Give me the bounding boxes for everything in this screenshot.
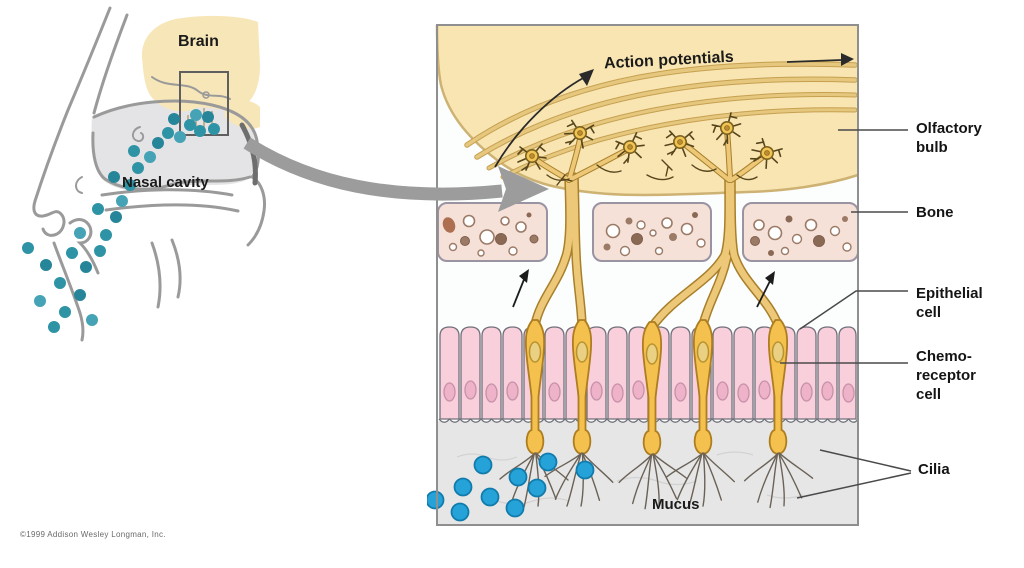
label-olfactory-bulb: Olfactory bulb [916,119,982,157]
bone-layer [437,202,859,262]
label-line: Bone [916,204,954,221]
label-chemoreceptor-cell: Chemo- receptor cell [916,347,976,404]
label-line: Olfactory [916,120,982,137]
chemoreceptor-cells [499,319,815,512]
panel-border [436,24,859,526]
label-epithelial-cell: Epithelial cell [916,284,983,322]
chemoreceptor-nuclei [528,341,785,365]
brain-region-lower [224,99,260,129]
epithelium-panel-illustration [427,24,859,526]
label-cilia: Cilia [918,460,950,479]
label-line: receptor [916,367,977,384]
copyright-text: ©1999 Addison Wesley Longman, Inc. [20,530,166,539]
nasal-cavity-illustration [22,6,266,342]
label-line: Cilia [918,461,950,478]
bone-speckles [442,212,852,257]
label-line: Chemo- [916,348,972,365]
signal-up-arrows [512,269,775,308]
brain-region [141,15,260,112]
epithelial-nuclei [443,380,855,403]
label-bone: Bone [916,203,954,222]
label-line: Epithelial [916,285,983,302]
odorant-molecules-left [22,109,220,333]
label-line: cell [916,386,942,403]
axon-bundles [530,172,783,332]
odorant-molecules-right [427,452,595,522]
label-line: cell [916,304,942,321]
label-line: bulb [916,139,948,156]
head-outline [32,6,266,342]
action-potential-arrows [494,53,854,168]
